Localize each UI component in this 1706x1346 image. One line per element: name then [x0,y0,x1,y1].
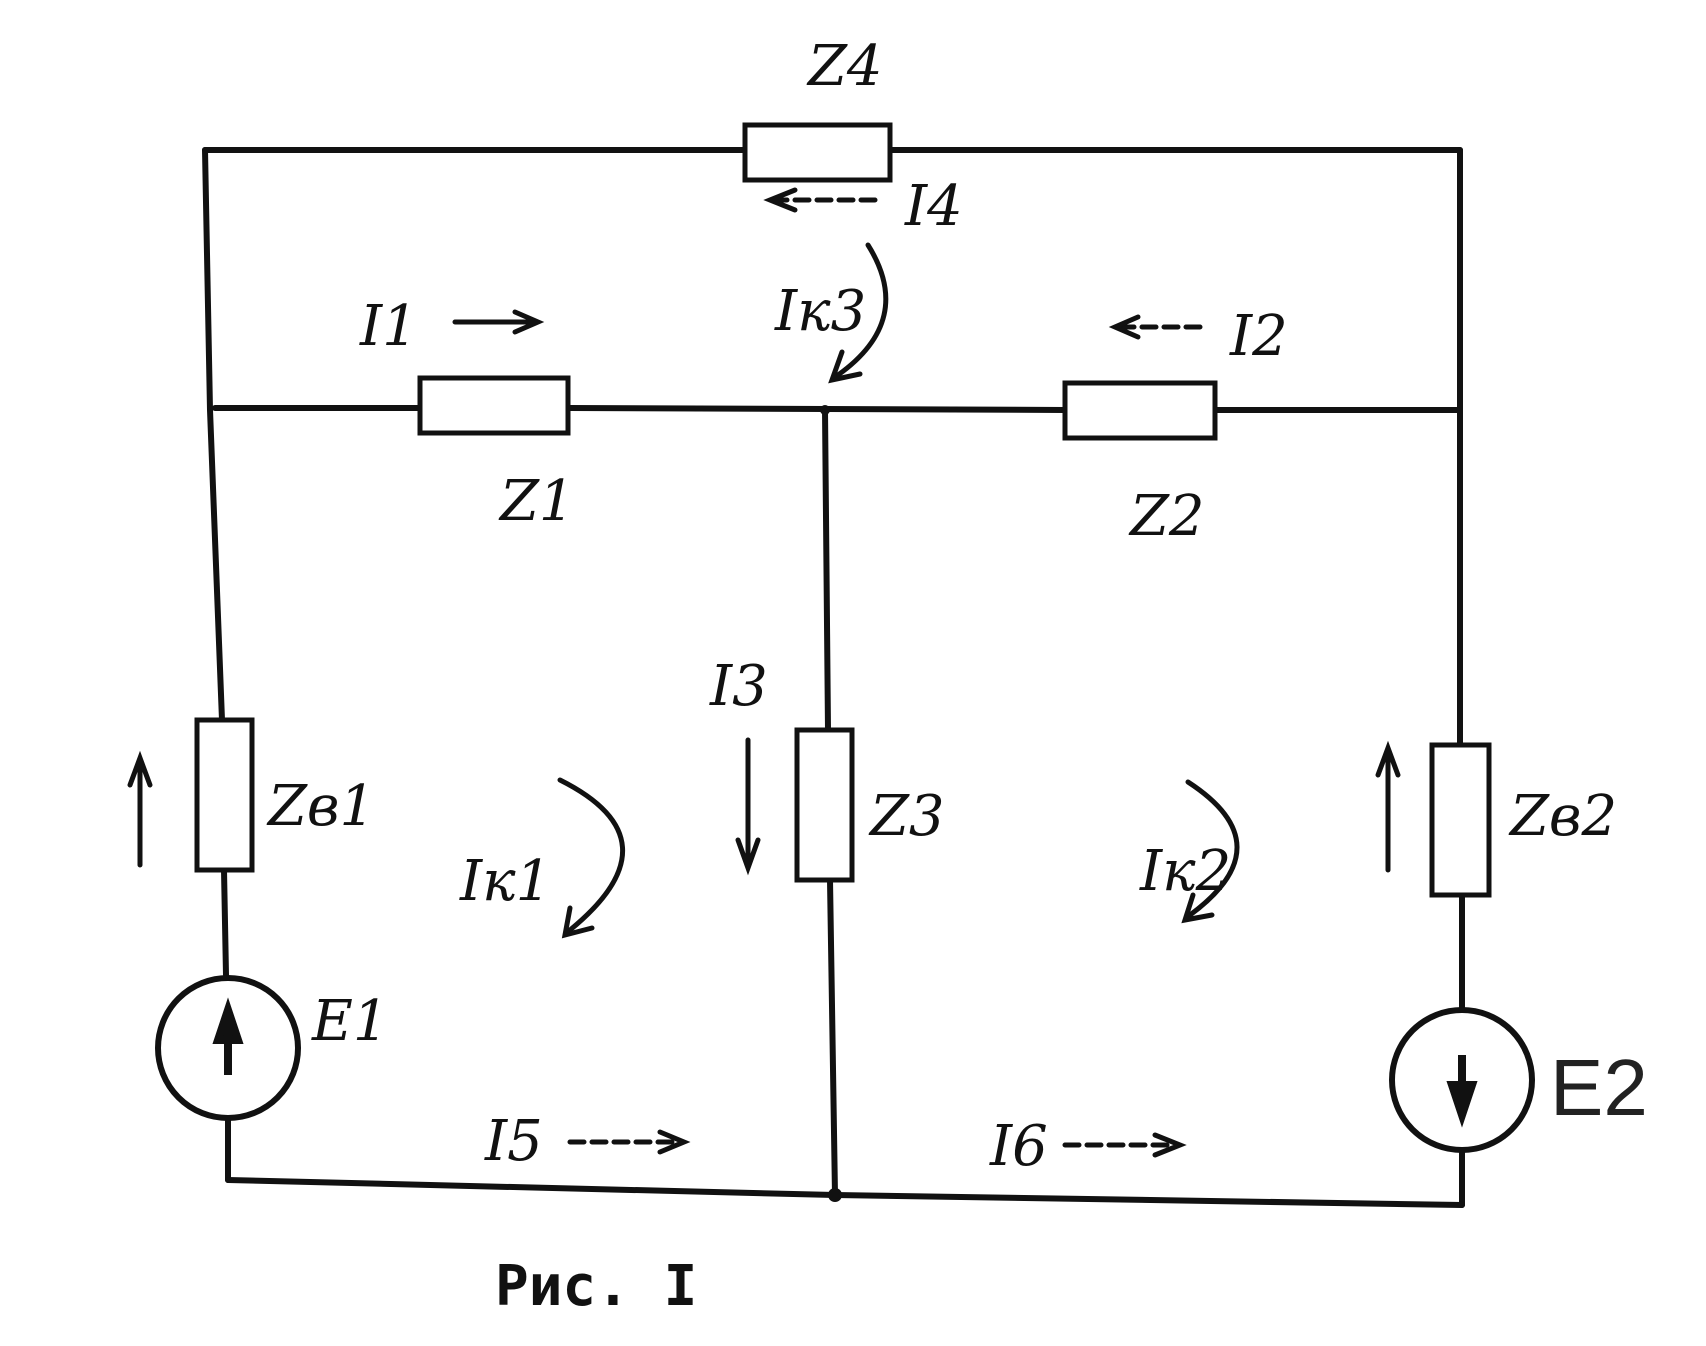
label-i1: I1 [359,294,418,359]
wire-bottom [225,1177,1465,1208]
label-zb1: Zв1 [266,774,375,839]
loop-ik3-arrow-icon [835,242,889,378]
junction-center-top [820,405,830,415]
wire-right [1457,147,1465,1208]
wires [202,147,1465,1208]
resistor-z1 [417,375,571,436]
resistor-z3 [794,727,855,883]
label-zb2: Zв2 [1508,784,1617,849]
label-z4: Z4 [806,34,883,99]
resistors [194,122,1492,898]
figure-caption: Рис. I [495,1254,697,1319]
arrow-i4-head-icon [763,187,798,213]
sources [155,975,1535,1153]
labels: Z4 I4 Iк3 I1 I2 Z1 Z2 I3 Z3 Zв1 Zв2 Iк1 … [266,34,1648,1319]
label-i5: I5 [484,1109,543,1174]
wire-left [202,147,225,723]
label-ik3: Iк3 [774,279,866,344]
label-i3: I3 [709,654,768,719]
label-z3: Z3 [868,784,945,849]
resistor-z2 [1062,380,1218,441]
label-i6: I6 [989,1114,1048,1179]
label-z2: Z2 [1128,484,1205,549]
loop-ik2-arrow-icon [1185,779,1240,918]
arrow-i5-head-icon [657,1129,691,1155]
loop-ik3-head-icon [828,349,863,384]
source-e1-arrow-icon [212,997,244,1075]
arrow-zb1-current-icon [127,750,153,868]
label-i2: I2 [1229,304,1288,369]
arrow-zb2-current-icon [1375,740,1401,873]
wire-left-lower [221,867,231,1183]
arrow-i2-head-icon [1108,314,1141,340]
source-e2-arrow-icon [1446,1055,1478,1128]
loop-ik1-arrow-icon [557,777,625,933]
arrow-i1-icon [452,309,545,335]
label-ik2: Iк2 [1139,839,1231,904]
resistor-zb1 [194,717,255,873]
label-z1: Z1 [498,469,575,534]
arrow-i6-head-icon [1152,1132,1187,1158]
label-i4: I4 [904,174,963,239]
loop-ik1-head-icon [561,905,595,939]
wire-center [822,407,838,1198]
arrow-i3-icon [735,737,761,876]
loop-ik2-head-icon [1181,892,1215,924]
loop-arrows [557,242,1240,939]
resistor-zb2 [1429,742,1492,898]
current-arrows [127,187,1401,1158]
label-e1: E1 [311,989,389,1054]
junction-center-bottom [828,1188,842,1202]
wire-middle [212,405,1463,413]
label-ik1: Iк1 [459,849,551,914]
label-e2: E2 [1550,1043,1648,1132]
resistor-z4 [742,122,893,183]
